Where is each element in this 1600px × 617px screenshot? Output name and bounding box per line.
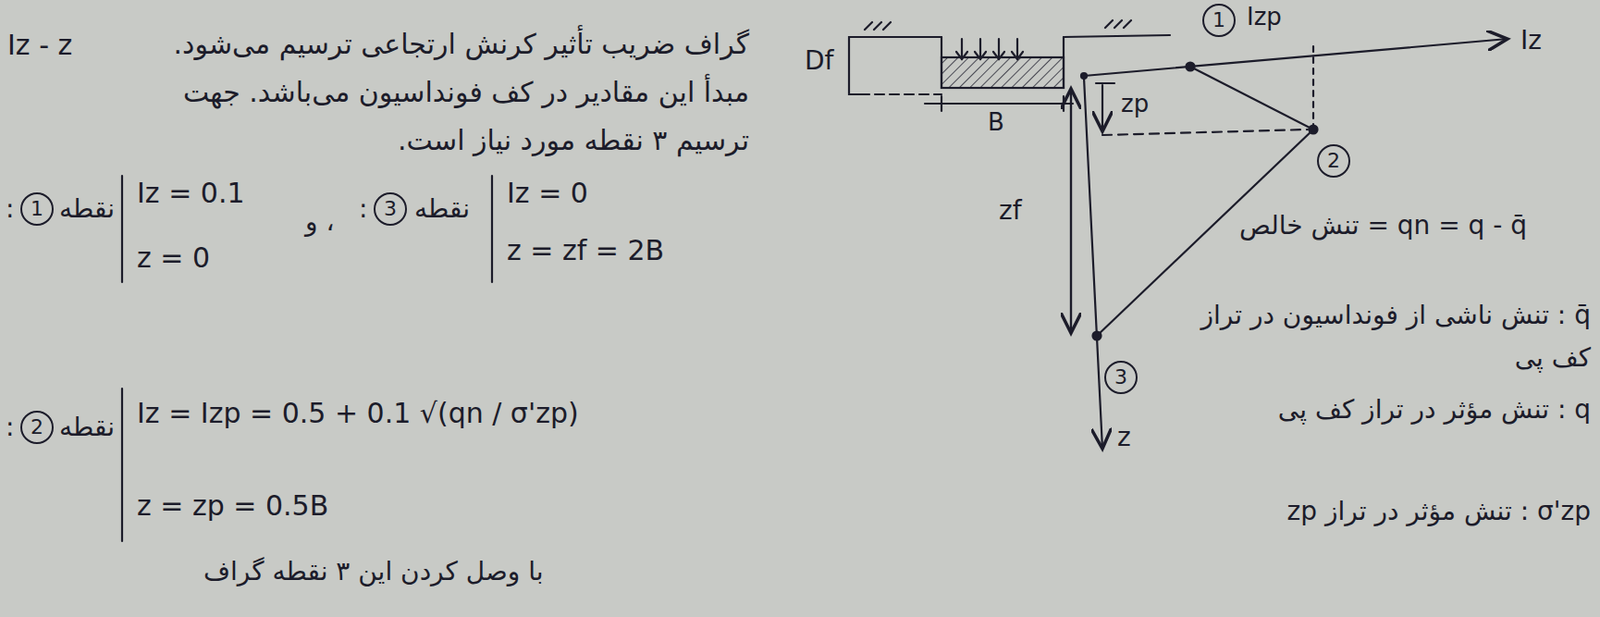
callout-circle: 1: [20, 192, 54, 226]
note-text: σ'zp : تنش مؤثر در تراز zp: [1156, 494, 1591, 528]
dimension-label: zp: [1120, 88, 1149, 120]
callout-number: 1: [30, 198, 44, 220]
callout-circle: 2: [20, 410, 54, 444]
callout-number: 2: [30, 417, 44, 438]
formula-text: Iz = Izp = 0.5 + 0.1 √(qn / σ'zp): [136, 395, 579, 431]
colon: :: [358, 192, 368, 225]
axis-label: Iz: [1520, 24, 1542, 57]
point-word: نقطه: [59, 192, 115, 225]
callout-number: 2: [1327, 150, 1341, 172]
dimension-label: Df: [804, 44, 834, 77]
note-paragraph: گراف ضریب تأثیر کرنش ارتجاعی ترسیم می‌شو…: [138, 20, 750, 165]
note-text: q̄ : تنش ناشی از فونداسیون در تراز کف پی: [1193, 294, 1591, 380]
callout-circle: 2: [1316, 144, 1351, 178]
axis-label: z: [1117, 420, 1132, 454]
callout-number: 1: [1212, 10, 1226, 31]
callout-number: 3: [383, 198, 397, 220]
formula-text: Iz = 0.1: [136, 175, 246, 211]
formula-text: z = zf = 2B: [506, 233, 665, 269]
callout-circle: 3: [373, 192, 407, 226]
callout-circle: 3: [1104, 360, 1138, 394]
dimension-label: B: [987, 107, 1005, 138]
colon: :: [5, 192, 14, 225]
callout-circle: 1: [1202, 3, 1236, 37]
formula-text: Iz = 0: [506, 175, 589, 211]
axis-label: Izp: [1246, 1, 1282, 33]
callout-number: 3: [1114, 367, 1128, 388]
note-text: با وصل کردن این ۳ نقطه گراف: [203, 554, 544, 588]
formula-text: z = zp = 0.5B: [136, 488, 329, 524]
dimension-label: zf: [998, 194, 1022, 227]
formula-text: Iz - z: [7, 27, 73, 63]
note-text: q : تنش مؤثر در تراز کف پی: [1156, 393, 1591, 426]
colon: :: [5, 410, 14, 444]
conjunction: ، و: [305, 205, 334, 238]
formula-text: z = 0: [136, 240, 210, 276]
point-word: نقطه: [59, 410, 115, 444]
note-text: تنش خالص = qn = q - q̄: [1239, 209, 1527, 242]
point-word: نقطه: [414, 192, 470, 225]
